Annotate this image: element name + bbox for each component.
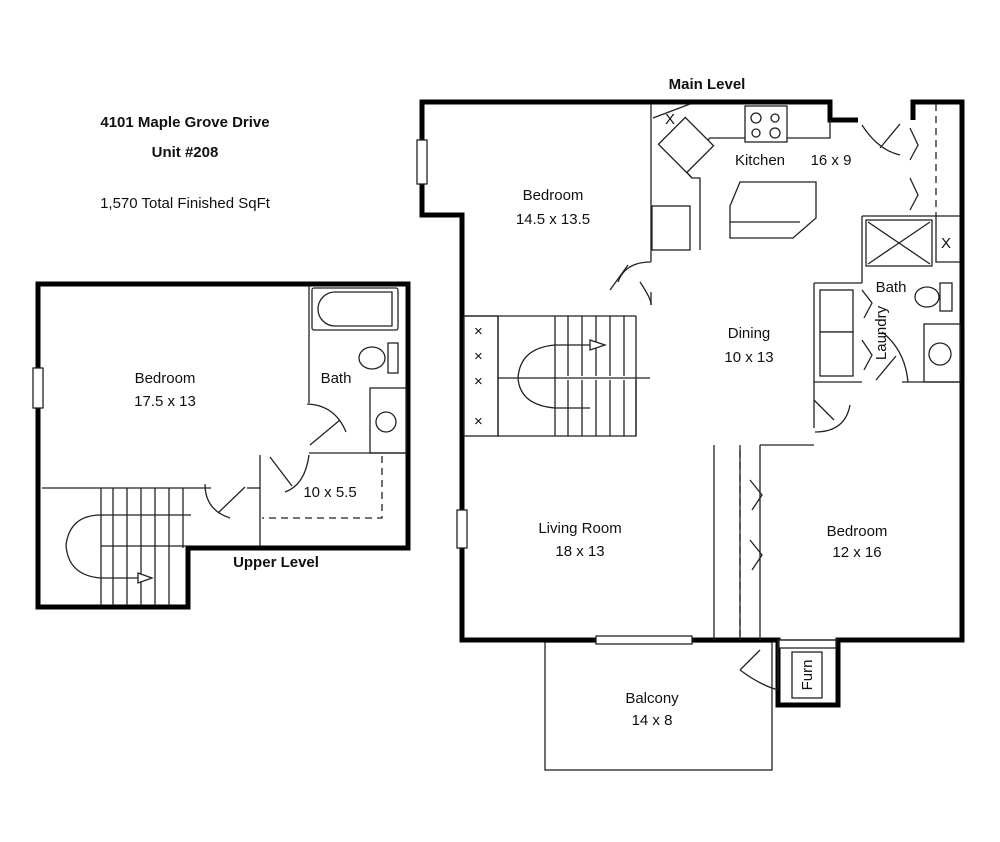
upper-bath-name: Bath [321, 370, 352, 387]
sliding-door[interactable] [595, 635, 693, 645]
toilet-icon [914, 286, 940, 308]
kitchen-island [729, 181, 817, 239]
x-mark: X [665, 111, 675, 128]
living-room-size: 18 x 13 [555, 543, 604, 560]
toilet-icon [358, 346, 386, 370]
balcony-size: 14 x 8 [632, 712, 673, 729]
door[interactable] [269, 456, 293, 487]
svg-text:×: × [474, 373, 483, 390]
total-sqft: 1,570 Total Finished SqFt [100, 195, 271, 212]
kitchen-name: Kitchen [735, 152, 785, 169]
sink-icon [928, 342, 952, 366]
svg-text:×: × [474, 413, 483, 430]
closet-door[interactable] [749, 479, 763, 571]
svg-text:×: × [474, 323, 483, 340]
door[interactable] [861, 123, 901, 156]
bedroom1-name: Bedroom [523, 187, 584, 204]
closet-door[interactable] [909, 127, 919, 211]
dining-size: 10 x 13 [724, 349, 773, 366]
address: 4101 Maple Grove Drive [100, 114, 269, 131]
upper-level-title: Upper Level [233, 554, 319, 571]
living-room-name: Living Room [538, 520, 621, 537]
bedroom1-size: 14.5 x 13.5 [516, 211, 590, 228]
door[interactable] [309, 419, 341, 446]
svg-text:×: × [474, 348, 483, 365]
arrow-icon [589, 339, 608, 351]
sink-icon [657, 116, 715, 174]
laundry-door[interactable] [861, 289, 873, 371]
x-mark: X [941, 235, 951, 252]
door[interactable] [217, 486, 246, 514]
unit-number: Unit #208 [152, 144, 219, 161]
main-exterior-wall [419, 99, 965, 708]
loft-size: 10 x 5.5 [303, 484, 356, 501]
door[interactable] [609, 264, 629, 291]
furnace-name: Furn [799, 660, 816, 691]
upper-bedroom-size: 17.5 x 13 [134, 393, 196, 410]
upper-level-plan: Bedroom 17.5 x 13 Bath 10 x 5.5 Upper Le… [32, 281, 411, 610]
stove-icon [744, 105, 788, 143]
window [32, 367, 44, 409]
bedroom2-size: 12 x 16 [832, 544, 881, 561]
staircase [65, 488, 191, 605]
kitchen-size: 16 x 9 [811, 152, 852, 169]
upper-bedroom-name: Bedroom [135, 370, 196, 387]
door[interactable] [875, 331, 909, 383]
washer [819, 289, 854, 333]
window [416, 139, 428, 185]
door[interactable] [813, 399, 851, 433]
bath-name: Bath [876, 279, 907, 296]
main-level-plan: Main Level X X [416, 76, 965, 771]
refrigerator [651, 205, 691, 251]
upper-exterior-wall [35, 281, 411, 610]
dining-name: Dining [728, 325, 771, 342]
vanity [369, 387, 407, 454]
dryer [819, 331, 854, 377]
bathtub-icon [311, 287, 399, 331]
bedroom2-name: Bedroom [827, 523, 888, 540]
balcony-name: Balcony [625, 690, 679, 707]
sink-icon [375, 411, 397, 433]
furnace [791, 651, 823, 699]
window [456, 509, 468, 549]
arrow-icon [137, 572, 154, 584]
staircase: × × × × [463, 315, 650, 437]
main-level-title: Main Level [669, 76, 746, 93]
door[interactable] [739, 649, 779, 691]
laundry-name: Laundry [873, 305, 890, 360]
